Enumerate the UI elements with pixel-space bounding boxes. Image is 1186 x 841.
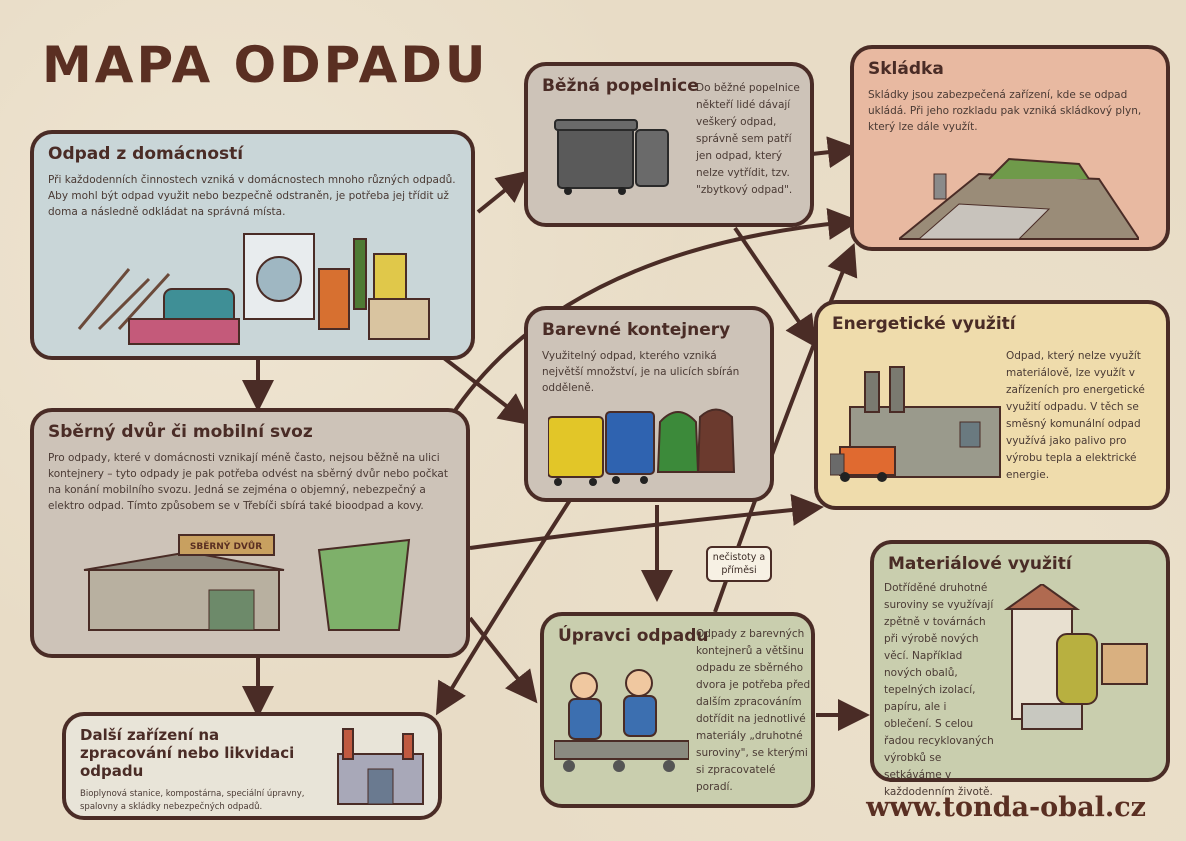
- arrow-yard-energy: [469, 494, 824, 550]
- bin-icon: [554, 119, 669, 195]
- bin-text: Do běžné popelnice někteří lidé dávají v…: [696, 82, 800, 196]
- energy-box: Energetické využití Odpad, který nelze v…: [814, 300, 1170, 510]
- processors-heading: Úpravci odpadu: [558, 626, 709, 646]
- material-heading: Materiálové využití: [888, 554, 1072, 574]
- page-title: MAPA ODPADU: [42, 36, 489, 94]
- arrow-bin-energy: [733, 226, 817, 348]
- arrow-yard-landfill: [448, 208, 860, 420]
- processors-box: Úpravci odpadu Odpady z barevných kontej…: [540, 612, 815, 808]
- landfill-heading: Skládka: [868, 59, 944, 79]
- processors-text: Odpady z barevných kontejnerů a většinu …: [696, 628, 811, 793]
- yard-sign: SBĚRNÝ DVŮR: [190, 540, 262, 552]
- material-text: Dotříděné druhotné suroviny se využívají…: [884, 582, 994, 798]
- arrow-bin-landfill: [811, 136, 860, 169]
- household-box: Odpad z domácností Při každodenních činn…: [30, 130, 475, 360]
- yard-box: Sběrný dvůr či mobilní svoz Pro odpady, …: [30, 408, 470, 658]
- other-text: Bioplynová stanice, kompostárna, speciál…: [80, 789, 305, 812]
- material-box: Materiálové využití Dotříděné druhotné s…: [870, 540, 1170, 798]
- arrow-yard-processors: [468, 616, 538, 704]
- landfill-text: Skládky jsou zabezpečená zařízení, kde s…: [868, 89, 1142, 133]
- containers-text: Využitelný odpad, kterého vzniká největš…: [542, 350, 740, 394]
- factory-icon: [1003, 584, 1148, 730]
- containers-heading: Barevné kontejnery: [542, 320, 731, 340]
- website-link[interactable]: www.tonda-obal.cz: [866, 792, 1146, 823]
- landfill-icon: [899, 157, 1139, 240]
- impurities-note: nečistoty a příměsi: [706, 546, 772, 582]
- energy-text: Odpad, který nelze využít materiálově, l…: [1006, 350, 1145, 481]
- yard-text: Pro odpady, které v domácnosti vznikají …: [48, 452, 448, 512]
- household-heading: Odpad z domácností: [48, 144, 244, 164]
- washing-machine-icon: [77, 233, 430, 345]
- landfill-box: Skládka Skládky jsou zabezpečená zařízen…: [850, 45, 1170, 251]
- arrow-household-bin: [476, 170, 530, 214]
- bin-box: Běžná popelnice Do běžné popelnice někte…: [524, 62, 814, 227]
- container-icon: [548, 408, 736, 486]
- bin-heading: Běžná popelnice: [542, 76, 699, 96]
- worker-icon: [554, 669, 689, 772]
- other-box: Další zařízení na zpracování nebo likvid…: [62, 712, 442, 820]
- arrow-household-containers: [438, 353, 532, 426]
- factory-icon: [337, 728, 424, 805]
- factory-icon: [830, 366, 1001, 482]
- yard-heading: Sběrný dvůr či mobilní svoz: [48, 422, 313, 442]
- energy-heading: Energetické využití: [832, 314, 1016, 334]
- truck-icon: [830, 446, 896, 482]
- building-icon: SBĚRNÝ DVŮR: [83, 534, 411, 631]
- household-text: Při každodenních činnostech vzniká v dom…: [48, 174, 456, 218]
- other-heading: Další zařízení na zpracování nebo likvid…: [80, 726, 295, 780]
- containers-box: Barevné kontejnery Využitelný odpad, kte…: [524, 306, 774, 502]
- arrow-containers-other: [435, 498, 572, 716]
